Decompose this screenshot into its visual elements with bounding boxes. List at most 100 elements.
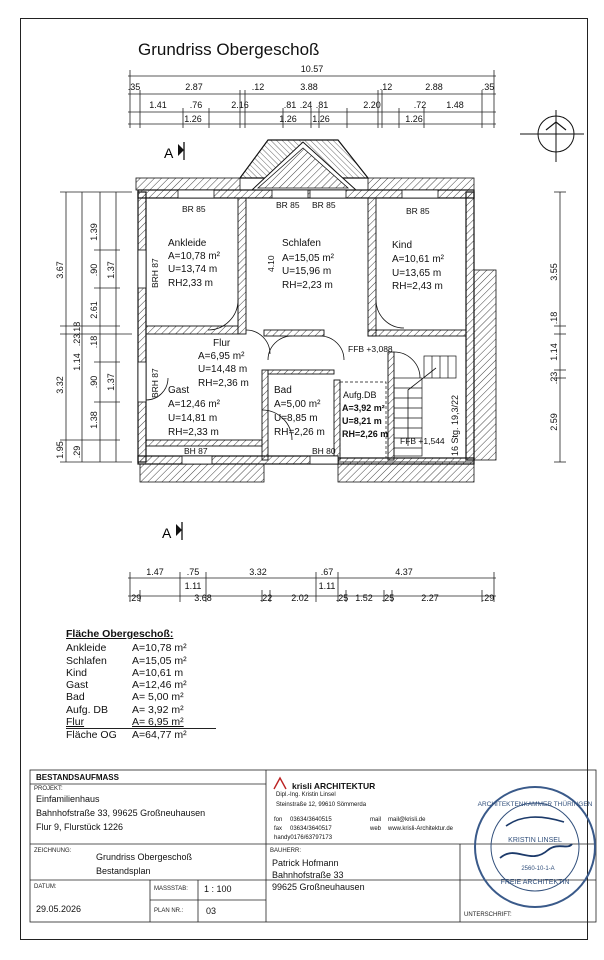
svg-text:1.11: 1.11	[319, 581, 336, 591]
dims-left-text: 3.67 3.32 1.95 .23 1.14 .18 1.39 .90 1.3…	[55, 223, 116, 459]
dims-top-text: 10.57 .35 2.87 .12 3.88 .12 2.88 .35 1.4…	[128, 64, 495, 124]
plan-title: Grundriss Obergeschoß	[138, 40, 320, 59]
svg-text:A=12,46 m²: A=12,46 m²	[168, 399, 221, 410]
svg-text:2.61: 2.61	[89, 301, 99, 319]
svg-text:1.41: 1.41	[149, 100, 167, 110]
svg-text:1.38: 1.38	[89, 411, 99, 429]
north-arrow-icon	[520, 110, 584, 162]
svg-text:.90: .90	[89, 376, 99, 389]
office-subtitle: Dipl.-Ing. Kristin Linsel	[276, 792, 336, 798]
svg-text:U=8,21 m: U=8,21 m	[342, 416, 382, 426]
svg-text:3.88: 3.88	[300, 82, 318, 92]
svg-text:.29: .29	[482, 593, 495, 603]
svg-text:A=6,95 m²: A=6,95 m²	[198, 351, 245, 362]
svg-text:1.14: 1.14	[72, 353, 82, 371]
svg-text:3.67: 3.67	[55, 261, 65, 279]
tb-bauherr-label: BAUHERR:	[270, 848, 302, 854]
svg-text:BRH 87: BRH 87	[150, 368, 160, 398]
svg-text:A=15,05 m²: A=15,05 m²	[282, 253, 335, 264]
svg-text:4.37: 4.37	[395, 567, 413, 577]
svg-text:U=14,81 m: U=14,81 m	[168, 413, 217, 424]
svg-text:A=10,78 m²: A=10,78 m²	[168, 251, 221, 262]
svg-text:Flur: Flur	[213, 338, 231, 349]
svg-text:FFB +1,544: FFB +1,544	[400, 436, 445, 446]
roof-dormer	[238, 139, 370, 191]
svg-text:U=13,65 m: U=13,65 m	[392, 268, 441, 279]
svg-text:.35: .35	[482, 82, 495, 92]
svg-text:RH=2,43 m: RH=2,43 m	[392, 281, 443, 292]
svg-text:BH 87: BH 87	[184, 446, 208, 456]
svg-text:1.26: 1.26	[184, 114, 202, 124]
tb-plan-nr: 03	[206, 906, 217, 916]
svg-text:RH=2,26 m: RH=2,26 m	[274, 427, 325, 438]
dimension-lines-bottom	[128, 572, 496, 602]
dim-overall: 10.57	[301, 64, 324, 74]
area-table-heading: Fläche Obergeschoß:	[66, 628, 174, 640]
windows	[137, 189, 439, 465]
svg-text:3.32: 3.32	[55, 376, 65, 394]
svg-text:.75: .75	[187, 567, 200, 577]
room-kind: Kind A=10,61 m² U=13,65 m RH=2,43 m	[392, 240, 445, 292]
svg-text:RH=2,36 m: RH=2,36 m	[198, 378, 249, 389]
svg-text:FFB +3,088: FFB +3,088	[348, 344, 393, 354]
section-mark-bottom: A	[162, 522, 183, 541]
svg-text:Aufg.DB: Aufg.DB	[343, 390, 377, 400]
dimension-lines-top	[128, 70, 496, 128]
svg-text:.18: .18	[549, 312, 559, 325]
svg-text:1.26: 1.26	[312, 114, 330, 124]
office-logo-icon	[272, 776, 288, 790]
svg-text:RH2,33 m: RH2,33 m	[168, 278, 213, 289]
svg-text:3.68: 3.68	[194, 593, 212, 603]
svg-text:2.88: 2.88	[425, 82, 443, 92]
tb-projekt-line: Flur 9, Flurstück 1226	[36, 822, 124, 832]
svg-text:Bad: Bad	[274, 385, 292, 396]
svg-text:U=15,96 m: U=15,96 m	[282, 266, 331, 277]
tb-bauherr-line: Bahnhofstraße 33	[272, 870, 344, 880]
svg-text:2.27: 2.27	[421, 593, 439, 603]
svg-text:BR 85: BR 85	[276, 200, 300, 210]
svg-text:A: A	[162, 525, 172, 541]
svg-text:.72: .72	[414, 100, 427, 110]
svg-text:A=5,00 m²: A=5,00 m²	[274, 399, 321, 410]
svg-text:.76: .76	[190, 100, 203, 110]
svg-text:FREIE ARCHITEKTIN: FREIE ARCHITEKTIN	[501, 879, 570, 886]
tb-signature-label: UNTERSCHRIFT:	[464, 912, 512, 918]
tb-projekt-line: Einfamilienhaus	[36, 794, 100, 804]
svg-text:Ankleide: Ankleide	[168, 238, 207, 249]
svg-text:1.95: 1.95	[55, 441, 65, 459]
opening-labels: BR 85 BR 85 BR 85 BR 85 BRH 87 BRH 87 BH…	[150, 200, 460, 456]
svg-text:.25: .25	[336, 593, 349, 603]
room-labels: Ankleide A=10,78 m² U=13,74 m RH2,33 m S…	[168, 238, 445, 439]
tb-massstab-label: MASSSTAB:	[154, 886, 188, 892]
tb-zeichnung: Grundriss Obergeschoß	[96, 852, 193, 862]
svg-text:2.16: 2.16	[231, 100, 249, 110]
svg-text:ARCHITEKTENKAMMER THÜRINGEN: ARCHITEKTENKAMMER THÜRINGEN	[478, 800, 593, 808]
tb-plan-label: PLAN NR.:	[154, 908, 184, 914]
svg-text:1.47: 1.47	[146, 567, 164, 577]
svg-text:.24: .24	[300, 100, 313, 110]
tb-datum: 29.05.2026	[36, 904, 82, 914]
svg-text:.12: .12	[252, 82, 265, 92]
architect-seal: KRISTIN LINSEL 2560-10-1-A FREIE ARCHITE…	[474, 786, 596, 908]
svg-text:KRISTIN LINSEL: KRISTIN LINSEL	[508, 837, 562, 844]
svg-text:2.87: 2.87	[185, 82, 203, 92]
tb-bauherr-line: 99625 Großneuhausen	[272, 882, 365, 892]
svg-text:U=8,85 m: U=8,85 m	[274, 413, 318, 424]
svg-text:.67: .67	[321, 567, 334, 577]
svg-text:.23: .23	[549, 372, 559, 385]
svg-text:1.26: 1.26	[279, 114, 297, 124]
svg-text:.23: .23	[72, 334, 82, 347]
tb-projekt-label: PROJEKT:	[34, 786, 63, 792]
svg-text:.22: .22	[260, 593, 273, 603]
dims-right-text: .18 3.55 1.14 .23 2.59	[549, 263, 559, 431]
svg-text:BR 85: BR 85	[406, 206, 430, 216]
svg-text:Gast: Gast	[168, 385, 189, 396]
tb-projekt-line: Bahnhofstraße 33, 99625 Großneuhausen	[36, 808, 206, 818]
svg-text:1.14: 1.14	[549, 343, 559, 361]
tb-datum-label: DATUM:	[34, 884, 57, 890]
